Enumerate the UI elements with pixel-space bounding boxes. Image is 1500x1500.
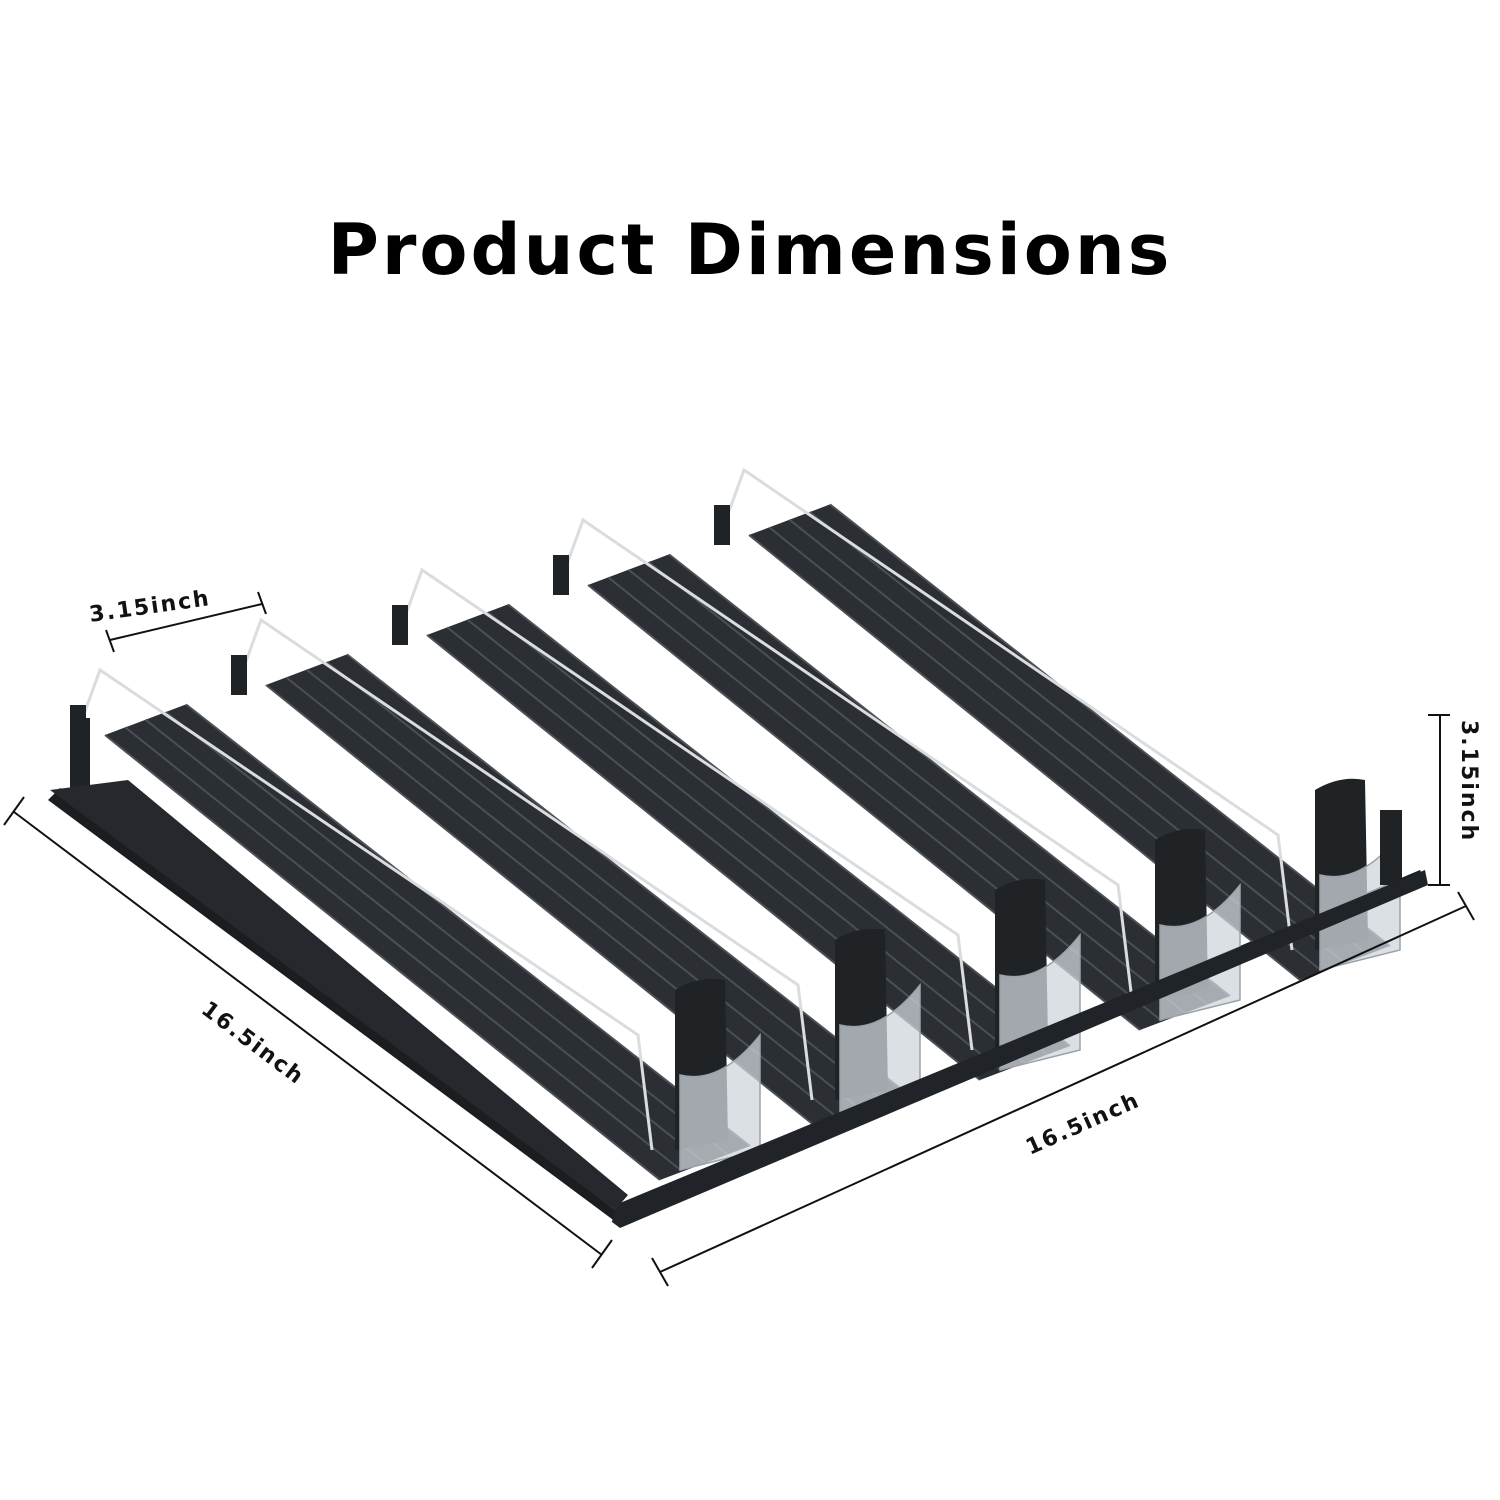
lane-rib (587, 584, 1141, 1031)
lane-back-post (714, 505, 730, 545)
lane-divider (561, 517, 1134, 1001)
lane-back-post (553, 555, 569, 595)
lane-rib (788, 518, 1346, 964)
lane-width-label: 3.15inch (88, 586, 212, 628)
lane-rib (265, 684, 821, 1131)
lane-rib (668, 553, 1231, 997)
tray-front-bar (612, 870, 1428, 1228)
lane-rib (346, 653, 911, 1097)
lane-rib (627, 568, 1186, 1014)
dimension-height: 3.15inch (1428, 714, 1481, 886)
lane-divider (239, 617, 814, 1101)
lane-rib (487, 611, 1049, 1056)
tray-right-post (1380, 810, 1402, 885)
lane-rib (185, 703, 751, 1147)
lane-rib (104, 734, 661, 1181)
dimension-lane-width: 3.15inch (88, 586, 267, 653)
lane-divider (722, 467, 1294, 951)
lane-rib (165, 711, 729, 1156)
lane-rib (466, 618, 1026, 1064)
lane-back-post (231, 655, 247, 695)
lane-rib (305, 668, 866, 1114)
lane-rib (507, 603, 1071, 1047)
lane-front-stop (679, 1032, 761, 1171)
lane-back-post (392, 605, 408, 645)
lane-rib (326, 661, 889, 1106)
lane-rib (829, 503, 1391, 947)
height-label: 3.15inch (1456, 720, 1481, 842)
depth-label: 16.5inch (196, 997, 309, 1091)
lane-divider (400, 567, 974, 1051)
lane-rib (809, 511, 1369, 956)
lanes-group (70, 467, 1402, 1181)
lane-rib (426, 634, 981, 1081)
lane-front-stop (839, 982, 921, 1121)
lane-rib (124, 726, 684, 1173)
lane-divider (78, 667, 654, 1151)
lane-rib (748, 534, 1301, 981)
lane-rib (144, 718, 706, 1164)
lane-rib (648, 561, 1209, 1006)
page-title: Product Dimensions (327, 209, 1173, 291)
tray-left-bar (50, 780, 628, 1210)
tray-left-post (70, 718, 90, 798)
